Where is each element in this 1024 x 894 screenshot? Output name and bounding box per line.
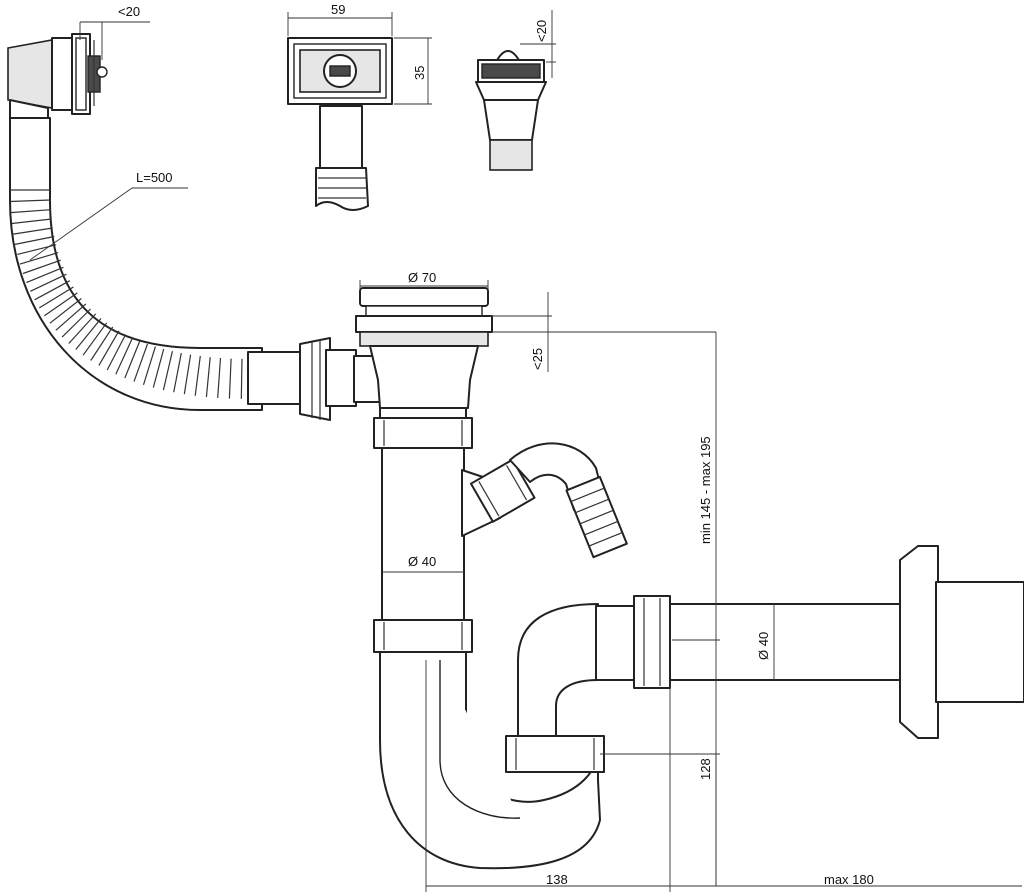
hose-rib: [30, 273, 67, 292]
overflow-connector: [247, 337, 391, 421]
overflow-fitting: [7, 33, 108, 121]
hose-rib: [10, 199, 51, 203]
hose-rib: [82, 322, 108, 356]
hose-rib: [55, 303, 87, 331]
dim-max-length: max 180: [824, 872, 874, 887]
rectangular-overflow: [287, 37, 393, 211]
hose-rib: [133, 343, 149, 382]
hose-rib: [115, 337, 134, 375]
hose-rib: [106, 334, 127, 371]
hose-rib: [183, 354, 192, 395]
dim-trap-height: 128: [698, 758, 713, 780]
hose-rib: [22, 259, 61, 275]
hose-rib: [19, 252, 59, 265]
hose-rib: [38, 286, 74, 309]
dim-box-height: 35: [412, 66, 427, 80]
hose-rib: [68, 313, 97, 344]
dim-adjust-range: min 145 - max 195: [698, 436, 713, 544]
side-branch: [461, 442, 628, 559]
dim-outlet-diameter: Ø 70: [408, 270, 436, 285]
dim-outlet-pipe-diameter: Ø 40: [756, 632, 771, 660]
hose-rib: [34, 280, 71, 301]
dim-trap-width: 138: [546, 872, 568, 887]
hose-rib: [75, 318, 102, 350]
hose-rib: [61, 308, 92, 338]
dim-pipe-diameter: Ø 40: [408, 554, 436, 569]
hose-rib: [217, 357, 222, 398]
hose-rib: [240, 358, 243, 399]
dim-overflow-gap: <20: [118, 4, 140, 19]
u-trap: [379, 603, 605, 870]
drain-plug: [475, 50, 547, 171]
hose-rib: [173, 352, 182, 393]
hose-rib: [10, 209, 51, 214]
hose-rib: [205, 357, 211, 398]
hose-rib: [11, 218, 52, 225]
hose-rib: [152, 348, 165, 388]
dimension-lines: [29, 10, 1022, 892]
dim-plug-gap: <20: [534, 20, 549, 42]
sink-outlet: [355, 287, 493, 409]
dim-box-width: 59: [331, 2, 345, 17]
hose-rib: [13, 227, 53, 235]
hose-rib: [44, 292, 78, 317]
hose-rib: [14, 235, 55, 245]
hose-rib: [162, 350, 173, 391]
outlet-pipe: [595, 545, 1024, 739]
dim-outlet-height: <25: [530, 348, 545, 370]
hose-rib: [142, 346, 156, 385]
hose-rib: [228, 358, 232, 399]
vertical-pipe: [373, 407, 473, 653]
hose-rib: [26, 266, 64, 284]
overflow-hose: [9, 117, 263, 411]
hose-rib: [98, 330, 120, 366]
dim-hose-length: L=500: [136, 170, 173, 185]
hose-rib: [194, 355, 201, 396]
hose-rib: [90, 326, 114, 361]
hose-rib: [124, 340, 141, 379]
hose-rib: [49, 298, 82, 324]
